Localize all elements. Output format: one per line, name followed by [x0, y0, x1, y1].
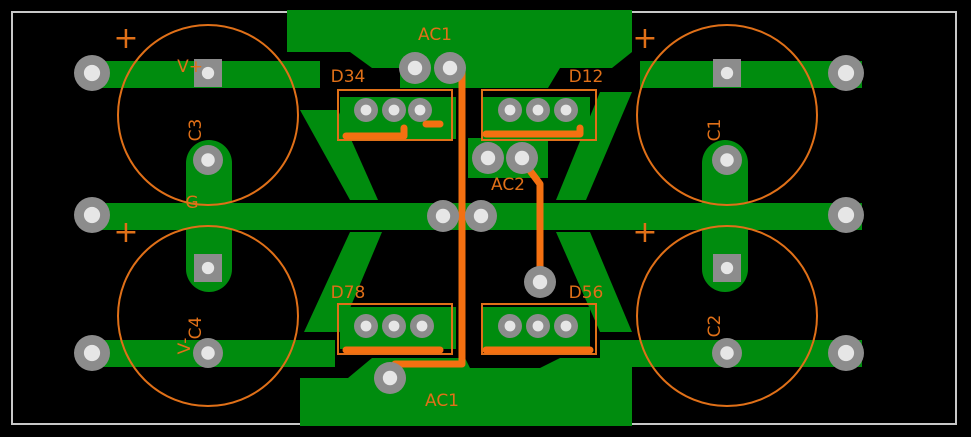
- pad-c4-minus-hole: [201, 346, 215, 360]
- label-c4: C4: [186, 317, 206, 340]
- c2-outline: [636, 225, 818, 407]
- label-c3: C3: [186, 119, 206, 142]
- pad-ac1-top-1-hole: [407, 60, 423, 76]
- d78-outline: [337, 303, 453, 355]
- jumper-d34: [342, 124, 408, 140]
- c1-outline: [636, 24, 818, 206]
- label-ac1-top: AC1: [418, 25, 452, 45]
- trace-ground-right: [480, 203, 862, 230]
- jumper-d12: [482, 124, 584, 138]
- label-d34: D34: [331, 67, 366, 87]
- label-c2: C2: [705, 315, 725, 338]
- pad-ac1-top-2-hole: [442, 60, 458, 76]
- pad-c1-minus-hole: [720, 153, 734, 167]
- pad-ac1-bottom-hole: [382, 370, 398, 386]
- pad-c4-plus-hole: [201, 261, 215, 275]
- pad-layer: [74, 52, 864, 394]
- pad-d78-1-hole: [360, 320, 372, 332]
- d56-outline: [481, 303, 597, 355]
- pad-d56-3-hole: [560, 320, 572, 332]
- c3-outline: [117, 24, 299, 206]
- silkscreen-layer: [117, 24, 818, 407]
- label-c1: C1: [705, 119, 725, 142]
- label-ac2: AC2: [491, 175, 525, 195]
- pad-c3-minus-hole: [201, 153, 215, 167]
- pad-ac2-1-hole: [480, 150, 496, 166]
- label-layer: AC1 AC2 AC1 D34 D12 D78 D56 V+ G C3 C1 C…: [113, 21, 725, 411]
- label-d12: D12: [569, 67, 604, 87]
- label-vminus: V-: [175, 338, 195, 355]
- pad-d12-3-hole: [560, 104, 572, 116]
- pad-d34-3-hole: [414, 104, 426, 116]
- pad-right-bottom-hole: [837, 344, 855, 362]
- pad-d56-1-hole: [504, 320, 516, 332]
- pad-c3-plus-hole: [201, 66, 215, 80]
- pad-ground-2-hole: [473, 208, 489, 224]
- copper-wedge-right-bottom: [556, 232, 632, 332]
- pad-d12-1-hole: [504, 104, 516, 116]
- copper-wedge-right-top: [556, 92, 632, 200]
- pad-ac2-2-hole: [514, 150, 530, 166]
- pad-right-top-hole: [837, 64, 855, 82]
- pad-c2-plus-hole: [720, 261, 734, 275]
- pad-d78-2-hole: [388, 320, 400, 332]
- plus-sign-c4: +: [113, 215, 138, 250]
- plus-sign-c2: +: [632, 215, 657, 250]
- pad-ground-1-hole: [435, 208, 451, 224]
- copper-wedge-left-top: [300, 110, 378, 200]
- label-ac1-bottom: AC1: [425, 391, 459, 411]
- plus-sign-c3: +: [113, 21, 138, 56]
- pad-d78-3-hole: [416, 320, 428, 332]
- pad-d34-1-hole: [360, 104, 372, 116]
- label-d56: D56: [569, 283, 604, 303]
- pad-d56-2-hole: [532, 320, 544, 332]
- pad-c2-minus-hole: [720, 346, 734, 360]
- trace-ground: [90, 203, 480, 230]
- jumper-layer: [342, 66, 594, 382]
- pad-d56-link-hole: [532, 274, 548, 290]
- label-d78: D78: [331, 283, 366, 303]
- pad-d34-2-hole: [388, 104, 400, 116]
- pad-left-ground-hole: [83, 206, 101, 224]
- label-ground: G: [185, 193, 198, 213]
- copper-wedge-left-bottom: [304, 232, 382, 332]
- pad-d12-2-hole: [532, 104, 544, 116]
- c4-outline: [117, 225, 299, 407]
- pad-left-vplus-hole: [83, 64, 101, 82]
- d34-outline: [337, 89, 453, 141]
- pad-c1-plus-hole: [720, 66, 734, 80]
- pad-right-ground-hole: [837, 206, 855, 224]
- label-vplus: V+: [177, 57, 203, 77]
- d12-outline: [481, 89, 597, 141]
- plus-sign-c1: +: [632, 21, 657, 56]
- pad-left-vminus-hole: [83, 344, 101, 362]
- copper-pour-top: [287, 10, 632, 88]
- trace-right-top: [640, 61, 862, 88]
